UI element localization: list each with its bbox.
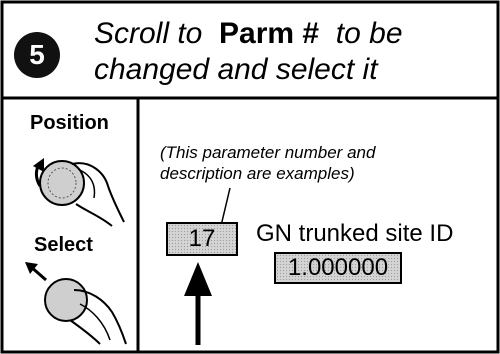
instruction-text-after: to be	[335, 17, 403, 50]
instruction-line-1: Scroll to Parm # to be	[94, 16, 403, 52]
instruction-text-before: Scroll to	[94, 17, 203, 50]
position-knob-icon	[33, 158, 125, 227]
parameter-value-display: 1.000000	[274, 252, 402, 284]
step-number-badge: 5	[14, 32, 60, 78]
position-label: Position	[30, 112, 109, 134]
example-note-line-2: description are examples)	[160, 164, 355, 183]
instruction-line-2: changed and select it	[94, 53, 378, 86]
up-arrow-icon	[184, 262, 212, 345]
select-knob-icon	[25, 262, 127, 345]
parameter-number-display: 17	[166, 222, 238, 256]
select-label: Select	[34, 234, 93, 256]
example-note-line-1: (This parameter number and	[160, 143, 376, 162]
parameter-description: GN trunked site ID	[256, 220, 454, 247]
instruction-emphasis: Parm #	[219, 17, 320, 50]
